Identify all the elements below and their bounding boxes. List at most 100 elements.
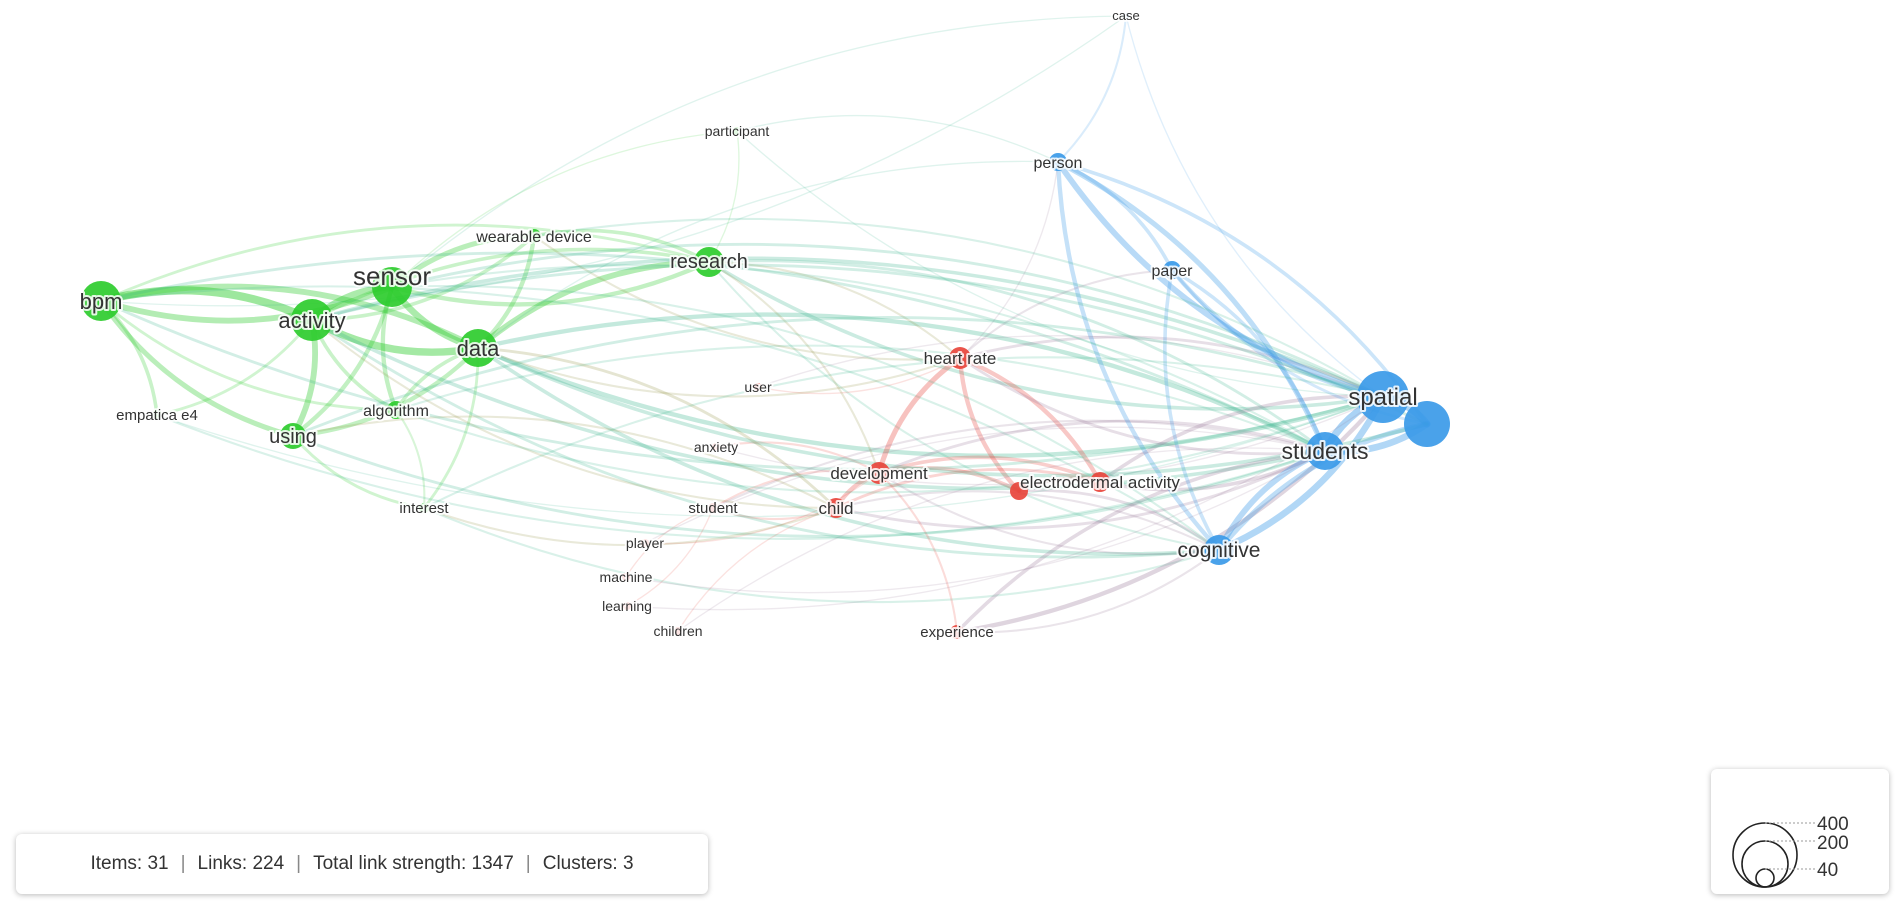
node-empatica-e4[interactable] <box>152 410 162 420</box>
network-link <box>1098 394 1385 484</box>
node-unlabeled[interactable] <box>1010 482 1028 500</box>
node-cognitive[interactable] <box>1204 535 1234 565</box>
network-link <box>475 345 1386 458</box>
node-interest[interactable] <box>419 503 429 513</box>
node-label[interactable]: player <box>626 535 664 551</box>
network-link <box>1169 267 1386 400</box>
node-student[interactable] <box>708 503 718 513</box>
node-unlabeled[interactable] <box>1404 401 1450 447</box>
network-link <box>736 130 1384 398</box>
node-experience[interactable] <box>950 625 964 639</box>
node-label[interactable]: wearable device <box>475 229 592 246</box>
network-link <box>99 251 1327 453</box>
node-person[interactable] <box>1049 153 1067 171</box>
node-label[interactable]: data <box>457 336 501 361</box>
node-learning[interactable] <box>623 602 631 610</box>
node-label-halo: student <box>688 500 738 517</box>
network-link <box>290 284 395 439</box>
node-label-halo: development <box>830 464 928 483</box>
node-label-halo: activity <box>278 308 345 333</box>
network-link <box>877 466 1021 493</box>
node-label-halo: data <box>457 336 501 361</box>
node-bpm[interactable] <box>81 281 121 321</box>
node-label[interactable]: machine <box>600 569 653 585</box>
legend-label-small: 40 <box>1817 860 1838 881</box>
node-label[interactable]: interest <box>399 500 449 517</box>
network-link <box>475 312 1328 454</box>
node-label[interactable]: user <box>744 379 772 395</box>
node-sensor[interactable] <box>372 267 412 307</box>
node-size-legend: 400 200 40 <box>1711 769 1889 894</box>
network-link <box>1055 159 1328 454</box>
node-label[interactable]: children <box>653 623 702 639</box>
node-anxiety[interactable] <box>712 443 720 451</box>
network-link <box>1125 15 1384 398</box>
node-label[interactable]: case <box>1112 8 1139 23</box>
network-link <box>625 450 1326 594</box>
node-label[interactable]: participant <box>705 123 770 139</box>
node-label[interactable]: empatica e4 <box>116 407 198 424</box>
node-development[interactable] <box>868 462 890 484</box>
node-label[interactable]: development <box>830 464 928 483</box>
legend-circle-medium <box>1741 840 1789 888</box>
node-case[interactable] <box>1123 13 1129 19</box>
node-using[interactable] <box>280 423 306 449</box>
node-label[interactable]: research <box>670 251 748 273</box>
node-user[interactable] <box>754 383 762 391</box>
network-link <box>711 506 838 521</box>
node-label[interactable]: bpm <box>80 289 123 314</box>
node-electrodermal-activity[interactable] <box>1090 472 1110 492</box>
network-link <box>644 426 1326 544</box>
node-label[interactable]: anxiety <box>694 439 738 455</box>
network-link <box>644 472 880 545</box>
node-label[interactable]: spatial <box>1348 384 1417 411</box>
node-label[interactable]: learning <box>602 598 652 614</box>
network-link <box>391 15 1127 288</box>
network-link <box>99 299 1385 471</box>
node-participant[interactable] <box>733 127 741 135</box>
node-label[interactable]: child <box>819 499 854 518</box>
network-link <box>310 318 1327 491</box>
network-link <box>155 318 314 417</box>
node-label-halo: students <box>1282 438 1369 464</box>
node-students[interactable] <box>1306 432 1344 470</box>
node-spatial[interactable] <box>1357 371 1409 423</box>
node-research[interactable] <box>694 247 724 277</box>
node-label[interactable]: cognitive <box>1178 539 1261 562</box>
node-machine[interactable] <box>622 573 630 581</box>
node-label[interactable]: heart rate <box>924 349 997 368</box>
network-link <box>677 507 837 632</box>
node-label[interactable]: student <box>688 500 738 517</box>
node-activity[interactable] <box>291 299 333 341</box>
node-label-halo: experience <box>920 624 993 641</box>
network-link <box>876 355 963 476</box>
network-link <box>715 396 1384 486</box>
node-label-halo: player <box>626 535 664 551</box>
node-label[interactable]: experience <box>920 624 993 641</box>
node-label[interactable]: paper <box>1152 263 1194 280</box>
node-label[interactable]: activity <box>278 308 345 333</box>
node-player[interactable] <box>641 539 649 547</box>
node-data[interactable] <box>459 329 497 367</box>
network-link <box>625 507 714 578</box>
node-paper[interactable] <box>1163 261 1181 279</box>
network-link <box>291 415 838 510</box>
node-label[interactable]: person <box>1034 155 1083 172</box>
node-label-halo: person <box>1034 155 1083 172</box>
node-label[interactable]: sensor <box>353 261 431 291</box>
node-wearable-device[interactable] <box>527 229 541 243</box>
node-label[interactable]: using <box>269 426 317 448</box>
node-heart-rate[interactable] <box>949 347 971 369</box>
node-label-halo: bpm <box>80 289 123 314</box>
network-link <box>1163 268 1221 552</box>
network-link <box>877 419 1327 475</box>
node-label[interactable]: electrodermal activity <box>1020 473 1180 492</box>
network-labels: bpmbpmactivityactivitysensorsensordatada… <box>78 6 1420 643</box>
node-label[interactable]: students <box>1282 438 1369 464</box>
node-child[interactable] <box>826 498 846 518</box>
network-link <box>291 434 1327 538</box>
node-label[interactable]: algorithm <box>363 403 429 420</box>
node-children[interactable] <box>674 627 682 635</box>
node-algorithm[interactable] <box>387 401 405 419</box>
